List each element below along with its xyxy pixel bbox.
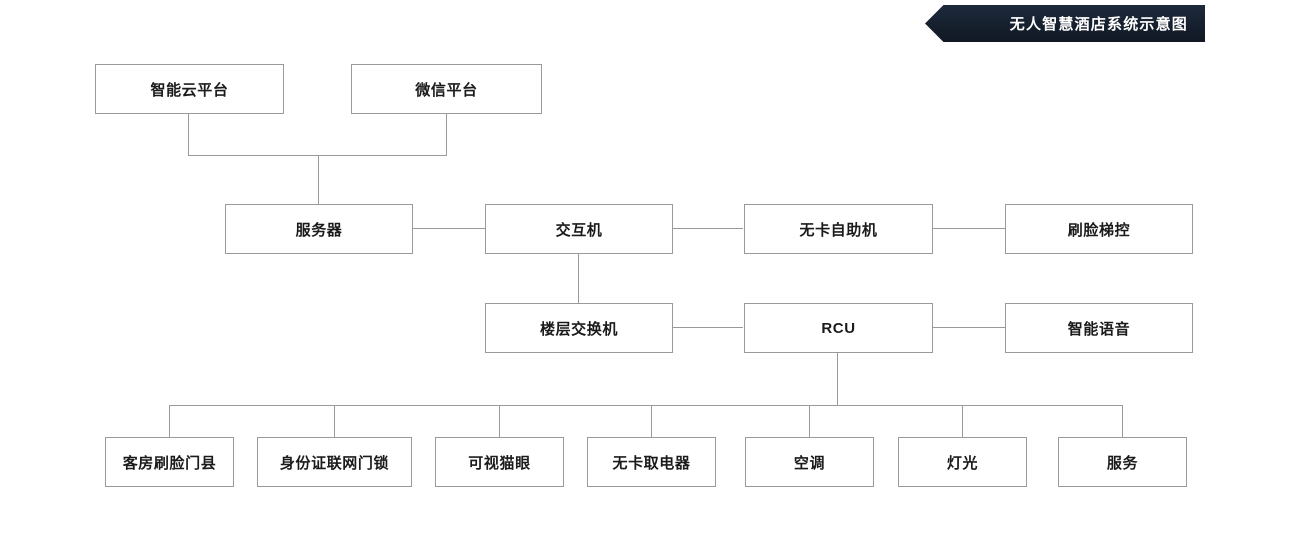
node-lighting[interactable]: 灯光	[898, 437, 1027, 487]
connector-platform-bus	[188, 155, 447, 156]
node-cloud-platform[interactable]: 智能云平台	[95, 64, 284, 114]
title-banner: 无人智慧酒店系统示意图	[925, 5, 1205, 42]
node-room-face-door[interactable]: 客房刷脸门县	[105, 437, 234, 487]
node-face-elevator-control[interactable]: 刷脸梯控	[1005, 204, 1193, 254]
connector-server-to-interaction	[412, 228, 485, 229]
node-cardless-kiosk[interactable]: 无卡自助机	[744, 204, 933, 254]
connector-bus-to-air-conditioner	[809, 405, 810, 437]
banner-shape	[925, 5, 1205, 42]
node-server[interactable]: 服务器	[225, 204, 413, 254]
connector-interaction-to-kiosk	[672, 228, 743, 229]
connector-bus-to-cardless-power	[651, 405, 652, 437]
connector-rcu-down	[837, 352, 838, 405]
connector-bus-to-service	[1122, 405, 1123, 437]
connector-device-bus	[169, 405, 1123, 406]
node-service[interactable]: 服务	[1058, 437, 1187, 487]
connector-interaction-to-floorswitch	[578, 253, 579, 303]
node-wechat-platform[interactable]: 微信平台	[351, 64, 542, 114]
connector-platform-to-server	[318, 155, 319, 204]
connector-bus-to-video-peephole	[499, 405, 500, 437]
banner-title: 无人智慧酒店系统示意图	[1009, 16, 1188, 33]
node-interaction-machine[interactable]: 交互机	[485, 204, 673, 254]
node-cardless-power[interactable]: 无卡取电器	[587, 437, 716, 487]
connector-wechat-down	[446, 113, 447, 155]
connector-cloud-down	[188, 113, 189, 155]
connector-bus-to-room-face-door	[169, 405, 170, 437]
connector-bus-to-lighting	[962, 405, 963, 437]
connector-floorswitch-to-rcu	[672, 327, 743, 328]
node-id-network-lock[interactable]: 身份证联网门锁	[257, 437, 412, 487]
node-rcu[interactable]: RCU	[744, 303, 933, 353]
connector-bus-to-id-network-lock	[334, 405, 335, 437]
node-smart-voice[interactable]: 智能语音	[1005, 303, 1193, 353]
node-video-peephole[interactable]: 可视猫眼	[435, 437, 564, 487]
connector-kiosk-to-elevator	[932, 228, 1005, 229]
connector-rcu-to-voice	[932, 327, 1005, 328]
node-floor-switch[interactable]: 楼层交换机	[485, 303, 673, 353]
node-air-conditioner[interactable]: 空调	[745, 437, 874, 487]
